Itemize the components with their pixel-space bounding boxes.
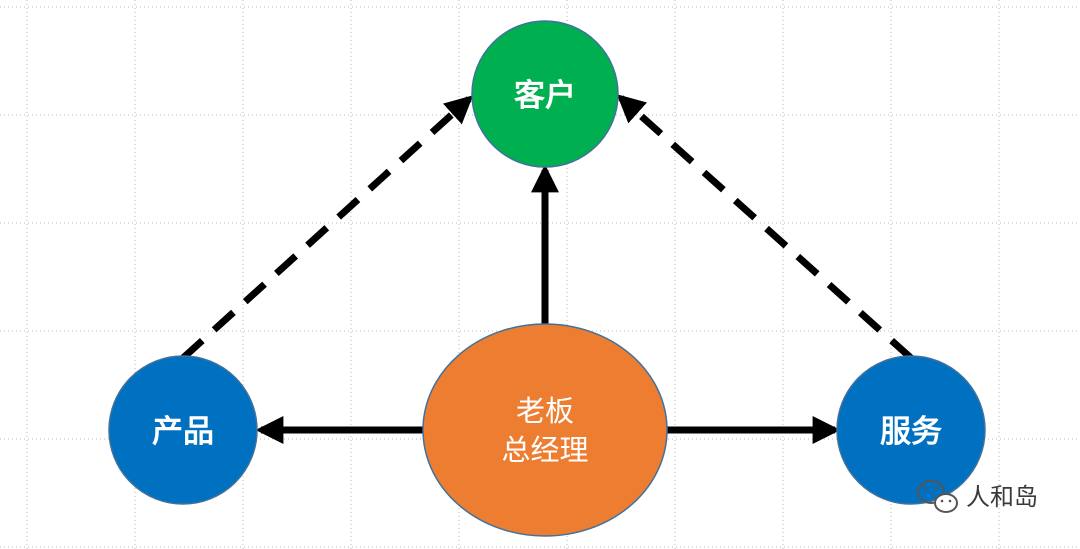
boss-label-line2: 总经理 bbox=[501, 433, 588, 467]
boss-ellipse bbox=[422, 323, 668, 537]
node-boss: 老板 总经理 bbox=[422, 323, 668, 537]
node-product: 产品 bbox=[108, 355, 258, 505]
arrow-product-to-customer bbox=[180, 95, 474, 361]
node-service: 服务 bbox=[836, 355, 986, 505]
product-label: 产品 bbox=[152, 414, 214, 450]
arrow-service-to-customer bbox=[616, 94, 914, 361]
service-label: 服务 bbox=[880, 414, 942, 450]
node-customer: 客户 bbox=[471, 20, 619, 168]
boss-label-line1: 老板 bbox=[516, 394, 574, 428]
wechat-icon bbox=[917, 480, 958, 513]
customer-circle bbox=[471, 20, 619, 168]
product-circle bbox=[108, 355, 258, 505]
watermark: 人和岛 bbox=[917, 480, 1038, 513]
service-circle bbox=[836, 355, 986, 505]
customer-label: 客户 bbox=[514, 78, 576, 114]
watermark-text: 人和岛 bbox=[966, 483, 1038, 511]
